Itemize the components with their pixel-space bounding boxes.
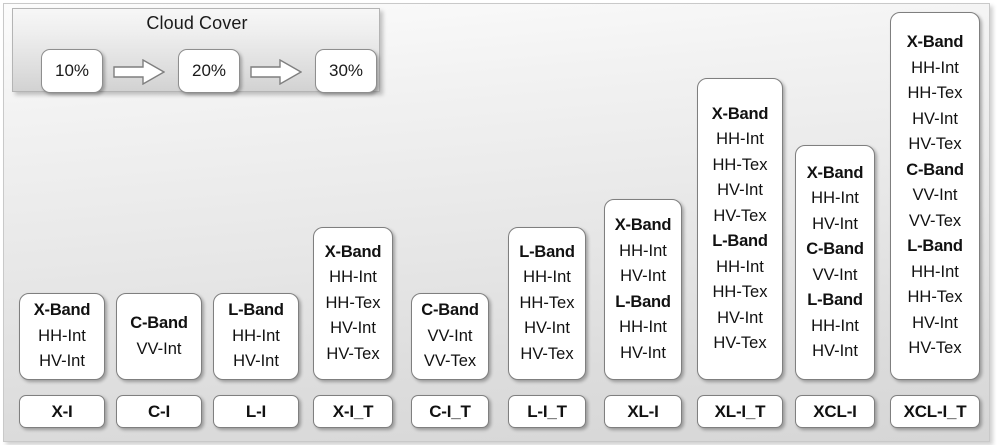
band-heading: X-Band: [906, 33, 964, 52]
feature-line: HV-Int: [912, 109, 958, 128]
feature-line: HV-Tex: [520, 344, 574, 363]
feature-line: HV-Int: [812, 342, 858, 360]
feature-line: HH-Tex: [907, 84, 963, 103]
feature-line: HV-Tex: [326, 344, 380, 363]
band-heading: X-Band: [324, 242, 382, 261]
feature-line: HH-Int: [716, 257, 764, 276]
feature-line: HV-Int: [620, 267, 666, 285]
column-label-l-i[interactable]: L-I: [213, 395, 299, 428]
feature-line: HH-Tex: [712, 283, 768, 301]
band-heading: L-Band: [228, 301, 284, 320]
feature-line: HH-Tex: [519, 293, 575, 312]
feature-line: HV-Tex: [713, 334, 767, 352]
column-label-x-i-t[interactable]: X-I_T: [313, 395, 393, 428]
cloud-cover-step-10[interactable]: 10%: [41, 49, 103, 93]
band-heading: X-Band: [711, 104, 769, 123]
feature-line: VV-Int: [912, 186, 958, 205]
feature-line: VV-Int: [427, 326, 473, 345]
cloud-cover-group: Cloud Cover 10% 20% 30%: [12, 8, 380, 93]
feature-line: HV-Int: [812, 214, 858, 233]
feature-line: HH-Int: [811, 316, 859, 335]
feature-line: HH-Int: [911, 58, 959, 77]
band-heading: X-Band: [614, 216, 672, 234]
column-label-xcl-i[interactable]: XCL-I: [795, 395, 875, 428]
feature-line: HV-Int: [717, 308, 763, 327]
feature-line: HV-Int: [620, 343, 666, 362]
cloud-cover-step-30[interactable]: 30%: [315, 49, 377, 93]
feature-line: HH-Tex: [325, 293, 381, 312]
feature-line: HH-Int: [232, 326, 280, 345]
feature-line: HV-Int: [524, 319, 570, 338]
feature-line: HH-Int: [329, 268, 377, 287]
feature-line: HH-Int: [38, 326, 86, 345]
feature-line: HH-Int: [619, 318, 667, 336]
column-label-c-i[interactable]: C-I: [116, 395, 202, 428]
feature-line: HV-Int: [717, 181, 763, 199]
band-heading: C-Band: [806, 240, 864, 258]
feature-line: HV-Int: [39, 352, 85, 371]
band-heading: L-Band: [615, 292, 671, 311]
column-label-xl-i[interactable]: XL-I: [604, 395, 682, 428]
feature-line: HH-Tex: [712, 155, 768, 174]
feature-line: HH-Int: [523, 268, 571, 287]
right-arrow-icon: [113, 58, 166, 86]
column-label-c-i-t[interactable]: C-I_T: [411, 395, 489, 428]
band-heading: L-Band: [712, 232, 768, 250]
feature-line: VV-Tex: [423, 352, 477, 371]
feature-line: HV-Tex: [908, 339, 962, 358]
cloud-cover-step-20[interactable]: 20%: [178, 49, 240, 93]
band-heading: C-Band: [906, 160, 964, 179]
band-heading: L-Band: [807, 291, 863, 309]
feature-line: HV-Int: [233, 352, 279, 371]
feature-line: HV-Tex: [713, 206, 767, 225]
band-heading: C-Band: [421, 301, 479, 320]
column-label-x-i[interactable]: X-I: [19, 395, 105, 428]
feature-line: HV-Int: [912, 313, 958, 332]
cloud-cover-title: Cloud Cover: [146, 13, 248, 33]
feature-line: HH-Int: [811, 189, 859, 207]
right-arrow-icon: [250, 58, 303, 86]
column-label-l-i-t[interactable]: L-I_T: [508, 395, 586, 428]
feature-line: HV-Int: [330, 319, 376, 338]
feature-line: HH-Int: [911, 262, 959, 281]
feature-line: HV-Tex: [908, 135, 962, 154]
feature-line: VV-Tex: [908, 211, 962, 230]
feature-line: HH-Int: [619, 241, 667, 260]
band-heading: L-Band: [519, 242, 575, 261]
column-label-xl-i-t[interactable]: XL-I_T: [697, 395, 783, 428]
band-heading: C-Band: [130, 314, 188, 332]
column-label-xcl-i-t[interactable]: XCL-I_T: [890, 395, 980, 428]
band-heading: L-Band: [907, 237, 963, 256]
feature-line: VV-Int: [136, 339, 182, 358]
feature-line: HH-Tex: [907, 288, 963, 307]
band-heading: X-Band: [806, 163, 864, 182]
feature-line: VV-Int: [812, 265, 858, 284]
feature-line: HH-Int: [716, 130, 764, 148]
band-heading: X-Band: [33, 301, 91, 320]
